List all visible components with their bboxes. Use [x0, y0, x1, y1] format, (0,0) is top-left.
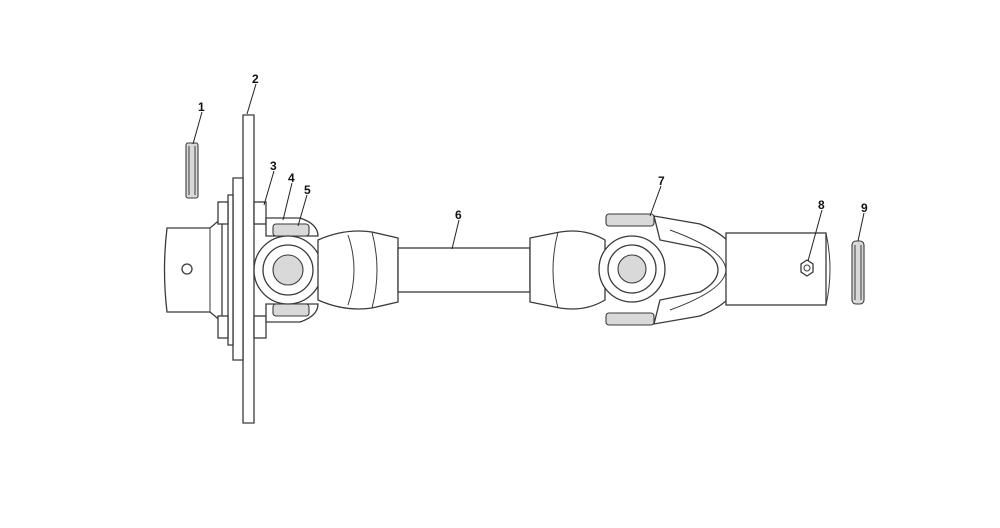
part-7-right-joint — [598, 213, 743, 326]
callout-labels: 1 2 3 4 5 6 7 8 9 — [198, 72, 868, 222]
part-2-mounting-plate — [227, 114, 255, 424]
callout-2: 2 — [252, 72, 259, 86]
part-5-cross-bearing — [253, 223, 323, 317]
part-1-pin — [185, 142, 199, 199]
leader-lines — [192, 83, 865, 262]
shaft-right-sleeve — [529, 230, 606, 310]
callout-5: 5 — [304, 183, 311, 197]
callout-1: 1 — [198, 100, 205, 114]
callout-6: 6 — [455, 208, 462, 222]
callout-9: 9 — [861, 201, 868, 215]
callout-3: 3 — [270, 159, 277, 173]
callout-8: 8 — [818, 198, 825, 212]
shaft-left-sleeve — [317, 230, 399, 310]
shaft-right-section — [725, 232, 831, 306]
callout-7: 7 — [658, 174, 665, 188]
part-3-bolts — [217, 201, 267, 339]
part-6-shaft-tube — [397, 247, 531, 293]
callout-4: 4 — [288, 171, 295, 185]
part-8-grease-fitting — [800, 259, 814, 277]
flange-yoke-left — [163, 216, 223, 324]
part-9-pin — [851, 240, 865, 305]
